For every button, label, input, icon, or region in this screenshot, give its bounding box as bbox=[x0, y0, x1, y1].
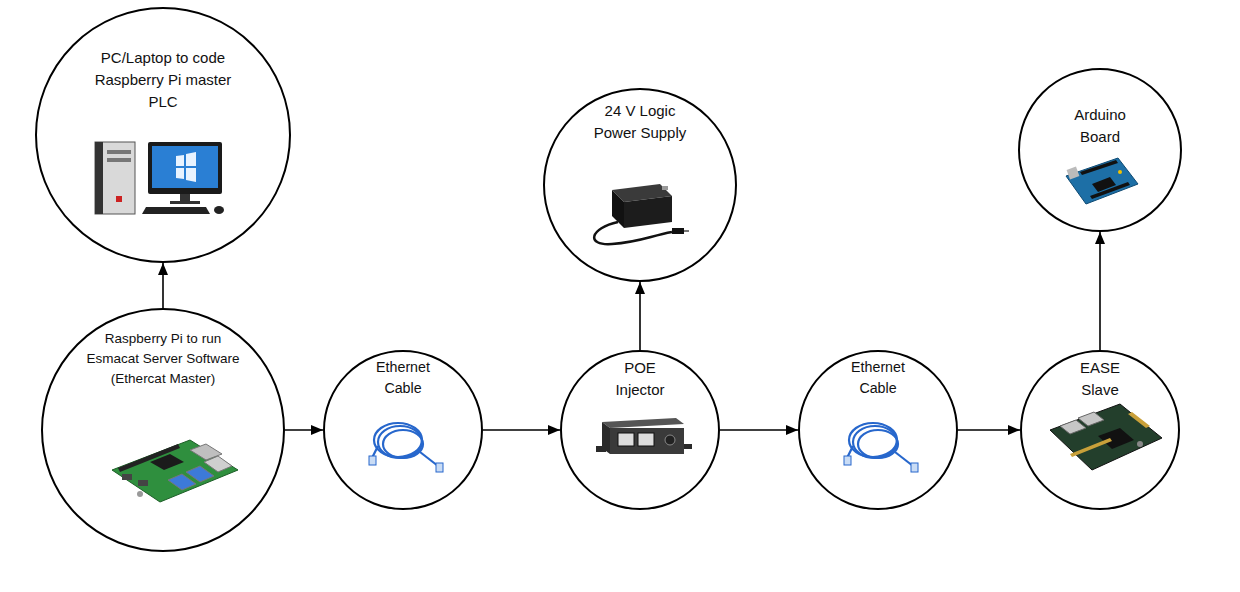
node-label: POE Injector bbox=[600, 357, 680, 401]
arrow-connector bbox=[958, 429, 1020, 431]
arduino-illustration bbox=[1066, 158, 1138, 204]
node-label: EASE Slave bbox=[1065, 357, 1135, 401]
ethernet-cable-illustration bbox=[372, 423, 438, 466]
arrow-connector bbox=[720, 429, 798, 431]
node-label: Arduino Board bbox=[1060, 104, 1140, 148]
circle-node: 24 V Logic Power Supply bbox=[543, 88, 737, 282]
pc-illustration bbox=[95, 142, 224, 214]
arrow-connector bbox=[639, 282, 641, 350]
node-label: Raspberry Pi to run Esmacat Server Softw… bbox=[83, 329, 243, 388]
node-label: PC/Laptop to code Raspberry Pi master PL… bbox=[88, 47, 238, 113]
arrow-connector bbox=[162, 263, 164, 308]
circle-node: Raspberry Pi to run Esmacat Server Softw… bbox=[41, 308, 285, 552]
power-supply-illustration bbox=[594, 184, 689, 244]
ethernet-cable-illustration bbox=[847, 423, 913, 466]
cable-plug bbox=[369, 456, 376, 465]
circle-node: Arduino Board bbox=[1018, 68, 1182, 232]
circle-outline bbox=[42, 309, 284, 551]
circle-outline bbox=[544, 89, 736, 281]
circle-outline bbox=[324, 351, 482, 509]
poe-injector-illustration bbox=[596, 418, 692, 454]
ease-board-illustration bbox=[1050, 404, 1162, 470]
circle-node: Ethernet Cable bbox=[323, 350, 483, 510]
arrow-connector bbox=[1099, 232, 1101, 350]
circle-node: PC/Laptop to code Raspberry Pi master PL… bbox=[35, 7, 291, 263]
arrow-connector bbox=[285, 429, 323, 431]
circle-outline bbox=[561, 351, 719, 509]
node-label: Ethernet Cable bbox=[363, 357, 443, 399]
circle-outline bbox=[1018, 68, 1182, 232]
circle-outline bbox=[1021, 351, 1179, 509]
arrow-connector bbox=[483, 429, 560, 431]
cable-plug bbox=[436, 463, 443, 472]
node-label: Ethernet Cable bbox=[838, 357, 918, 399]
circle-node: EASE Slave bbox=[1020, 350, 1180, 510]
circle-node: POE Injector bbox=[560, 350, 720, 510]
circle-outline bbox=[799, 351, 957, 509]
cable-plug bbox=[911, 463, 918, 472]
circle-outline bbox=[35, 7, 291, 263]
raspberry-pi-illustration bbox=[112, 440, 238, 502]
circle-outline bbox=[36, 8, 290, 262]
node-label: 24 V Logic Power Supply bbox=[590, 100, 690, 144]
circle-outline bbox=[1019, 69, 1181, 231]
cable-plug bbox=[844, 456, 851, 465]
circle-node: Ethernet Cable bbox=[798, 350, 958, 510]
